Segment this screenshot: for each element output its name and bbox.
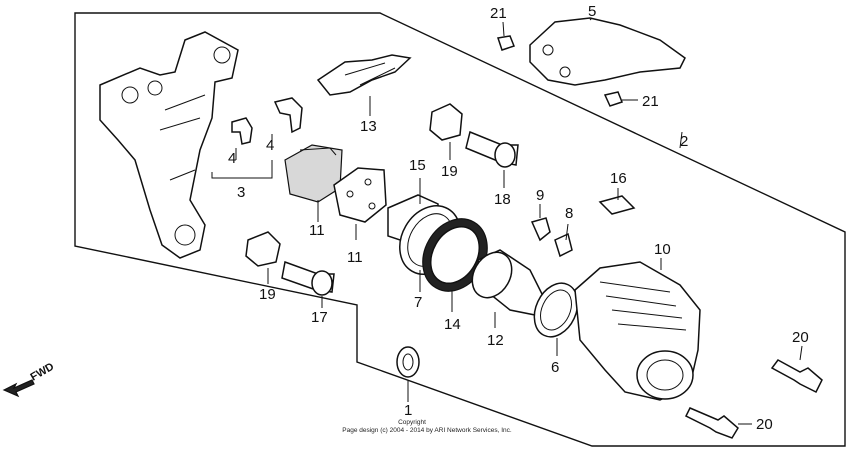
slide-pin-upper <box>465 130 519 168</box>
callout-16: 16 <box>610 170 627 187</box>
callout-2: 2 <box>680 133 688 150</box>
caliper-body <box>574 261 701 401</box>
callout-20-upper: 20 <box>792 329 809 346</box>
callout-21-upper: 21 <box>490 5 507 22</box>
copyright-line-2: Page design (c) 2004 - 2014 by ARI Netwo… <box>342 427 512 434</box>
fwd-label: FWD <box>29 361 57 384</box>
piston-seal <box>422 218 488 292</box>
pin-boot-upper <box>429 103 463 141</box>
callout-20-lower: 20 <box>756 416 773 433</box>
callout-10: 10 <box>654 241 671 258</box>
callout-8: 8 <box>565 205 573 222</box>
caliper-guard <box>529 17 686 86</box>
piston-dust-seal <box>533 282 579 338</box>
assembly-outline <box>74 12 846 447</box>
callout-18: 18 <box>494 191 511 208</box>
pad-pin-plug <box>598 195 636 215</box>
callout-15: 15 <box>409 157 426 174</box>
forward-arrow: FWD <box>2 361 57 398</box>
pad-retainer-clip-lower <box>231 117 253 145</box>
pad-retainer-clip-upper <box>273 97 303 134</box>
caliper-bolt-lower <box>684 407 739 439</box>
callout-19-upper: 19 <box>441 163 458 180</box>
copyright-line-1: Copyright <box>398 419 426 426</box>
slide-pin-lower <box>281 260 335 296</box>
callout-21-lower: 21 <box>642 93 659 110</box>
callout-13: 13 <box>360 118 377 135</box>
sealing-washer <box>396 346 420 378</box>
callout-1: 1 <box>404 402 412 419</box>
bleeder-valve <box>530 217 551 242</box>
callout-5: 5 <box>588 3 596 20</box>
leader-lines <box>211 17 803 425</box>
callout-14: 14 <box>444 316 461 333</box>
callout-11-right: 11 <box>347 249 363 266</box>
guard-bolt-lower <box>603 91 623 107</box>
caliper-bracket <box>99 31 239 259</box>
callout-12: 12 <box>487 332 504 349</box>
callout-19-lower: 19 <box>259 286 276 303</box>
pad-spring <box>316 54 412 96</box>
pin-boot-lower <box>245 231 281 267</box>
callout-7: 7 <box>414 294 422 311</box>
brake-pad-inner <box>333 167 387 223</box>
brake-pad-outer <box>284 144 343 203</box>
callout-3: 3 <box>237 184 245 201</box>
callout-4-left: 4 <box>228 150 236 167</box>
callout-6: 6 <box>551 359 559 376</box>
caliper-bolt-upper <box>770 359 823 394</box>
bleeder-cap <box>554 232 573 258</box>
callout-17: 17 <box>311 309 328 326</box>
callout-4-right: 4 <box>266 137 274 154</box>
guard-bolt-upper <box>497 35 515 51</box>
callout-9: 9 <box>536 187 544 204</box>
callout-11-left: 11 <box>309 222 325 239</box>
